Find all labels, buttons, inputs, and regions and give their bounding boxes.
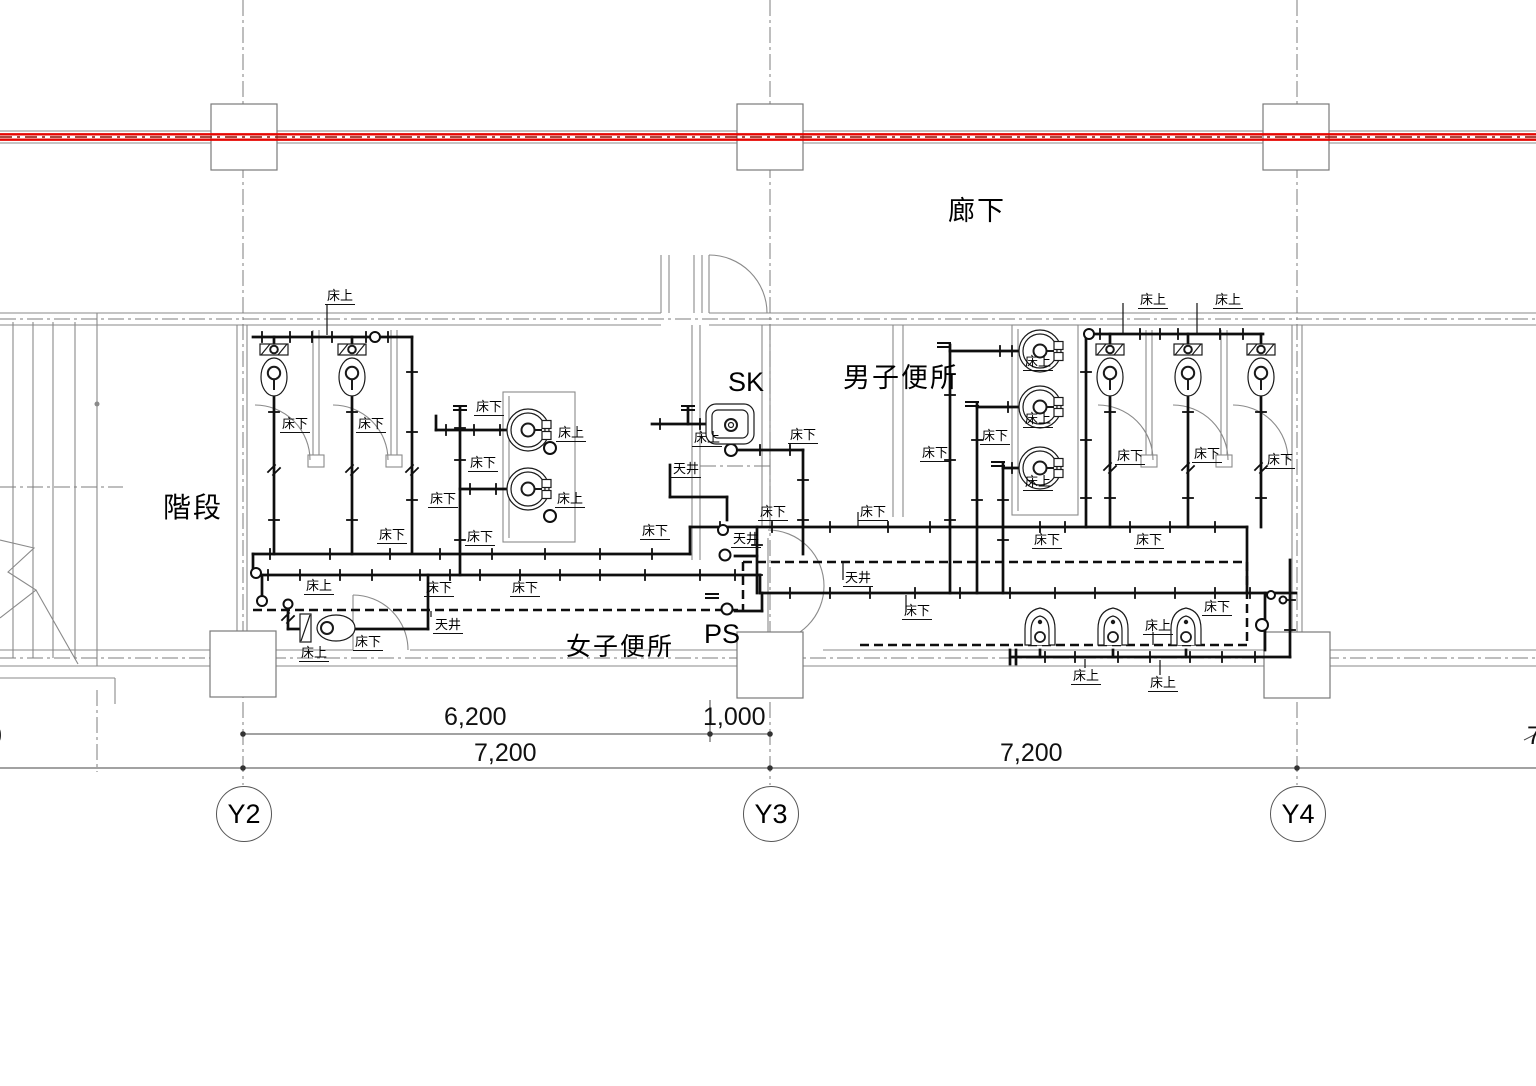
fixture-wc xyxy=(337,343,367,397)
pipe-level-label: 床下 xyxy=(1115,448,1146,465)
pipe-level-label: 床下 xyxy=(356,416,387,433)
fixture-urinal xyxy=(1170,607,1202,646)
grid-bubble: Y2 xyxy=(216,786,272,842)
pipe-level-label: 床上 xyxy=(1213,292,1244,309)
pipe-level-label: 床下 xyxy=(858,504,889,521)
pipe-level-label: 床下 xyxy=(788,427,819,444)
dimension-text: 7 xyxy=(1527,722,1536,750)
pipe-level-label: 床上 xyxy=(692,430,723,447)
dimension-text: 6,200 xyxy=(444,703,507,731)
dimension-lines xyxy=(0,700,1536,771)
red-accent-line xyxy=(0,133,1536,141)
grid-bubble: Y3 xyxy=(743,786,799,842)
pipe-level-label: 天井 xyxy=(731,531,762,548)
fixture-basin xyxy=(506,408,552,452)
leader-lines xyxy=(326,303,1198,675)
pipes xyxy=(251,328,1298,666)
pipe-level-label: 天井 xyxy=(671,461,702,478)
pipe-level-label: 床下 xyxy=(902,603,933,620)
pipe-level-label: 床上 xyxy=(1143,618,1174,635)
grid-bubble: Y4 xyxy=(1270,786,1326,842)
fixture-basin xyxy=(1018,385,1064,429)
fixture-wc xyxy=(1095,343,1125,397)
fixture-wc_r xyxy=(299,613,356,643)
pipe-level-label: 床下 xyxy=(1134,532,1165,549)
pipe-level-label: 床下 xyxy=(640,523,671,540)
pipe-level-label: 床上 xyxy=(555,491,586,508)
room-label-corridor: 廊下 xyxy=(948,196,1006,226)
room-label-sk: SK xyxy=(728,367,765,397)
pipe-level-label: 床上 xyxy=(299,645,330,662)
pipe-level-label: 床下 xyxy=(424,580,455,597)
dimension-text: 1,000 xyxy=(703,703,766,731)
valves xyxy=(250,328,1288,632)
pipe-level-label: 床下 xyxy=(474,399,505,416)
fixture-wc xyxy=(1246,343,1276,397)
pipe-level-label: 床上 xyxy=(1138,292,1169,309)
columns xyxy=(209,103,1331,699)
walls xyxy=(0,130,1536,704)
pipe-level-label: 床上 xyxy=(556,425,587,442)
fixture-wc xyxy=(259,343,289,397)
fixture-sk xyxy=(705,403,755,445)
pipe-level-label: 床下 xyxy=(510,580,541,597)
room-label-stairs: 階段 xyxy=(163,492,224,523)
fixture-basin xyxy=(1018,329,1064,373)
pipe-level-label: 床下 xyxy=(1192,446,1223,463)
pipe-level-label: 床下 xyxy=(428,491,459,508)
pipe-level-label: 床上 xyxy=(1023,474,1054,491)
dimension-text: 0 xyxy=(0,722,2,751)
room-label-ps: PS xyxy=(704,619,741,649)
fixture-basin xyxy=(1018,446,1064,490)
pipe-level-label: 床下 xyxy=(920,445,951,462)
pipe-level-label: 床上 xyxy=(1071,668,1102,685)
room-label-mens-toilet: 男子便所 xyxy=(843,363,959,393)
pipe-level-label: 床上 xyxy=(1023,411,1054,428)
pipe-level-label: 床上 xyxy=(1148,675,1179,692)
pipe-level-label: 床下 xyxy=(1202,599,1233,616)
pipe-level-label: 床下 xyxy=(1032,532,1063,549)
pipe-level-label: 床上 xyxy=(325,288,356,305)
pipe-level-label: 天井 xyxy=(433,617,464,634)
pipe-level-label: 床下 xyxy=(1265,452,1296,469)
pipe-level-label: 床下 xyxy=(758,504,789,521)
pipe-level-label: 床下 xyxy=(377,527,408,544)
dimension-text: 7,200 xyxy=(474,739,537,767)
room-label-womens-toilet: 女子便所 xyxy=(566,633,675,661)
pipe-level-label: 床下 xyxy=(353,634,384,651)
pipe-level-label: 床下 xyxy=(468,455,499,472)
fixtures-layer xyxy=(259,329,1276,646)
dimension-text: 7,200 xyxy=(1000,739,1063,767)
pipe-level-label: 床下 xyxy=(980,428,1011,445)
fixture-wc xyxy=(1173,343,1203,397)
pipe-level-label: 床上 xyxy=(1023,354,1054,371)
pipe-level-label: 天井 xyxy=(843,570,874,587)
fixture-urinal xyxy=(1024,607,1056,646)
pipe-level-label: 床下 xyxy=(465,529,496,546)
fixture-basin xyxy=(506,467,552,511)
fixture-urinal xyxy=(1097,607,1129,646)
pipe-level-label: 床上 xyxy=(304,578,335,595)
pipe-level-label: 床下 xyxy=(280,416,311,433)
